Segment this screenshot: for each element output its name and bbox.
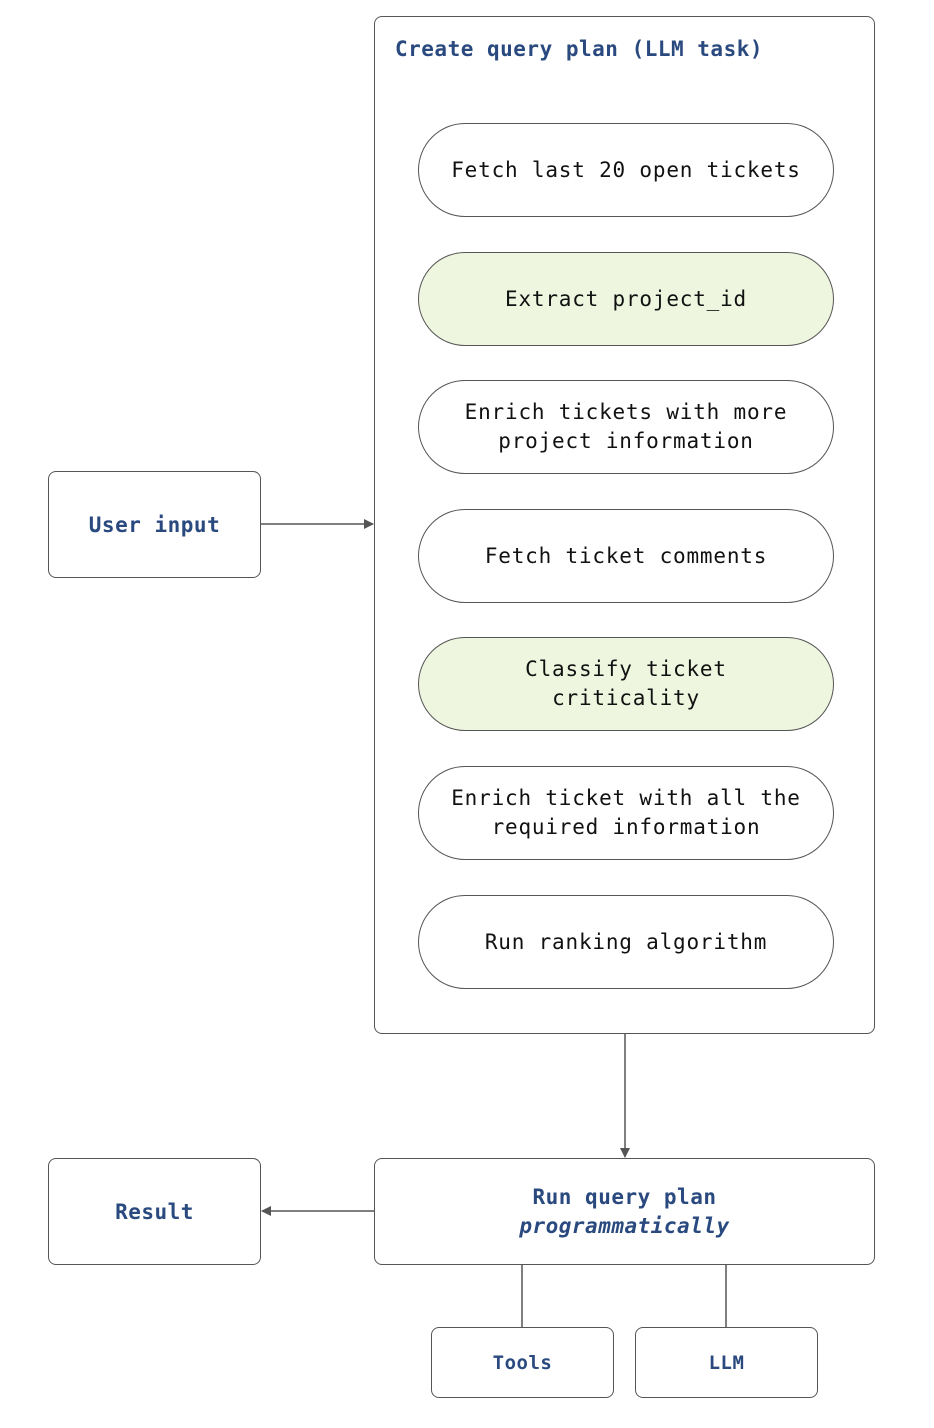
step-label: Fetch ticket comments [484, 543, 768, 568]
step-label: Classify ticket criticality [525, 657, 727, 710]
llm-box: LLM [635, 1327, 818, 1398]
user-input-label: User input [88, 512, 221, 537]
result-box: Result [48, 1158, 261, 1265]
run-plan-line1: Run query plan [532, 1184, 717, 1209]
tools-box: Tools [431, 1327, 614, 1398]
tools-label: Tools [492, 1351, 553, 1374]
step-fetch-tickets: Fetch last 20 open tickets [418, 123, 834, 217]
step-enrich-required-info: Enrich ticket with all the required info… [418, 766, 834, 860]
step-label: Extract project_id [505, 286, 747, 311]
run-query-plan-box: Run query plan programmatically [374, 1158, 875, 1265]
step-label: Run ranking algorithm [484, 929, 768, 954]
step-label: Enrich ticket with all the required info… [451, 786, 801, 839]
step-enrich-tickets: Enrich tickets with more project informa… [418, 380, 834, 474]
user-input-box: User input [48, 471, 261, 578]
result-label: Result [115, 1199, 194, 1224]
step-run-ranking: Run ranking algorithm [418, 895, 834, 989]
llm-label: LLM [708, 1351, 745, 1374]
step-fetch-comments: Fetch ticket comments [418, 509, 834, 603]
step-label: Fetch last 20 open tickets [451, 157, 801, 182]
run-plan-line2: programmatically [519, 1213, 730, 1238]
step-extract-project-id: Extract project_id [418, 252, 834, 346]
query-plan-title: Create query plan (LLM task) [395, 37, 764, 61]
step-classify-criticality: Classify ticket criticality [418, 637, 834, 731]
step-label: Enrich tickets with more project informa… [464, 400, 788, 453]
